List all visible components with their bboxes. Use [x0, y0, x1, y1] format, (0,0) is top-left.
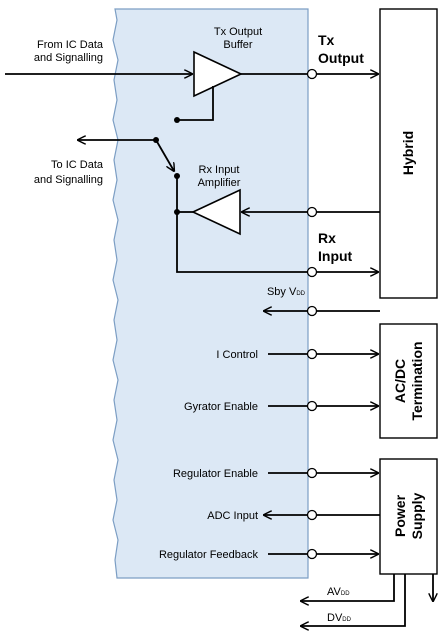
i-control-label: I Control — [216, 349, 258, 361]
rx-input-label-1: Rx — [318, 230, 336, 246]
tx-output-pin — [306, 68, 318, 80]
regulator-enable-label: Regulator Enable — [173, 468, 258, 480]
regulator-enable-pin — [306, 467, 318, 479]
power-label-line1: Power — [392, 494, 408, 537]
tx-enable-node — [174, 117, 180, 123]
dvdd-label: DVDD — [327, 612, 352, 624]
acdc-label-line2: Termination — [409, 341, 425, 420]
tx-output-label-1: Tx — [318, 32, 335, 48]
tx-buffer-enable-wire — [177, 86, 214, 121]
sby-vdd-label: Sby VDD — [267, 286, 306, 298]
gyrator-enable-label: Gyrator Enable — [184, 401, 258, 413]
sby-vdd-main: Sby V — [267, 286, 297, 298]
regulator-feedback-label: Regulator Feedback — [159, 549, 259, 561]
avdd-sub: DD — [341, 591, 350, 597]
rx-amp-label-2: Amplifier — [198, 177, 241, 189]
avdd-wire — [301, 574, 395, 601]
to-ic-label-1: To IC Data — [51, 159, 104, 171]
i-control-pin — [306, 348, 318, 360]
rx-input-pin — [306, 266, 318, 278]
adc-input-label: ADC Input — [207, 510, 258, 522]
adc-input-pin — [306, 509, 318, 521]
sby-vdd-pin — [306, 305, 318, 317]
sby-vdd-sub: DD — [296, 291, 305, 297]
rx-input-label-2: Input — [318, 248, 353, 264]
dvdd-main: DV — [327, 612, 343, 624]
rx-branch-wire — [155, 139, 174, 171]
avdd-label: AVDD — [327, 586, 350, 598]
rx-amp-triangle — [191, 188, 241, 236]
hybrid-block — [379, 8, 438, 299]
acdc-label-line1: AC/DC — [392, 359, 408, 403]
rx-feedback-pin — [306, 206, 318, 218]
dvdd-sub: DD — [342, 617, 351, 623]
avdd-main: AV — [327, 586, 342, 598]
power-label-line2: Supply — [409, 492, 425, 539]
gyrator-enable-pin — [306, 400, 318, 412]
acdc-termination-block — [379, 323, 438, 439]
tx-buffer-triangle — [193, 50, 243, 98]
dvdd-wire — [301, 574, 406, 626]
regulator-feedback-pin — [306, 548, 318, 560]
to-ic-label-2: and Signalling — [34, 174, 103, 186]
from-ic-label-1: From IC Data — [37, 39, 104, 51]
power-supply-block — [379, 458, 438, 575]
from-ic-label-2: and Signalling — [34, 52, 103, 64]
tx-buffer-label-1: Tx Output — [214, 26, 262, 38]
tx-buffer-label-2: Buffer — [223, 39, 252, 51]
tx-output-label-2: Output — [318, 50, 364, 66]
rx-amp-label-1: Rx Input — [199, 164, 240, 176]
hybrid-label: Hybrid — [400, 131, 416, 175]
